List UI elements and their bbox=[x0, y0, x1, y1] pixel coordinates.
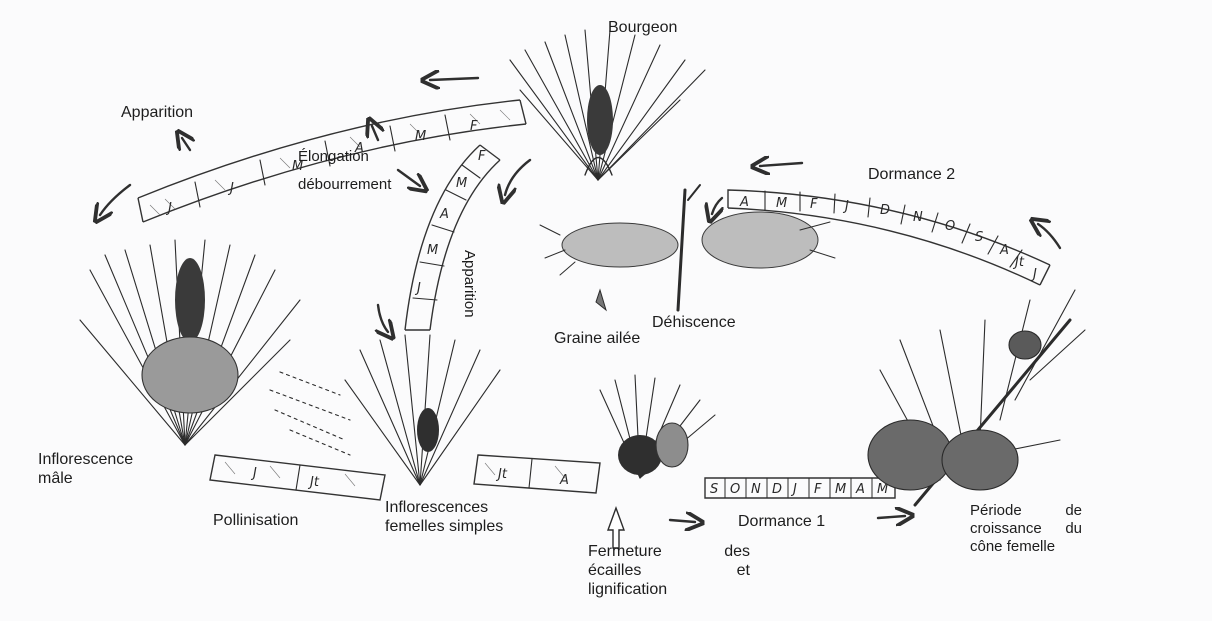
right-band-month-5: N bbox=[913, 210, 923, 225]
female-inflorescence-sketch bbox=[270, 335, 500, 485]
right-band-month-7: S bbox=[975, 230, 983, 245]
label-fermeture-line1b: des bbox=[724, 542, 750, 561]
right-band-month-0: A bbox=[739, 195, 749, 210]
female-cone-growth-sketch bbox=[868, 290, 1085, 505]
bottom-right-month-6: M bbox=[835, 482, 846, 497]
right-band-month-8: A bbox=[999, 243, 1009, 258]
label-fermeture-line1a: Fermeture bbox=[588, 542, 662, 561]
right-band-month-4: D bbox=[880, 203, 890, 218]
middle-band-month-2: A bbox=[439, 207, 449, 222]
label-debourrement: débourrement bbox=[298, 176, 391, 194]
right-band-month-10: J bbox=[1030, 267, 1037, 282]
label-pollinisation: Pollinisation bbox=[213, 511, 298, 530]
bottom-middle-month-band: Jt A bbox=[474, 455, 600, 493]
middle-band-month-0: F bbox=[478, 149, 486, 164]
right-band-month-9: Jt bbox=[1012, 255, 1025, 270]
dehiscence-sketch bbox=[540, 185, 835, 310]
middle-band-month-1: M bbox=[456, 176, 467, 191]
bottom-right-month-5: F bbox=[814, 482, 822, 497]
label-dehiscence: Déhiscence bbox=[652, 313, 736, 332]
middle-month-band: F M A M J bbox=[405, 145, 500, 330]
bottom-left-month-1: Jt bbox=[307, 475, 320, 490]
label-bourgeon: Bourgeon bbox=[608, 18, 677, 37]
middle-band-month-4: J bbox=[414, 281, 421, 296]
right-band-month-1: M bbox=[776, 196, 787, 211]
label-apparition-top: Apparition bbox=[121, 103, 193, 122]
label-dormance-2: Dormance 2 bbox=[868, 165, 955, 184]
top-band-month-5: F bbox=[470, 119, 478, 134]
bottom-left-month-0: J bbox=[250, 466, 257, 481]
label-inflorescence-male: Inflorescence mâle bbox=[38, 450, 133, 488]
bottom-right-month-3: D bbox=[772, 482, 782, 497]
label-periode-line3: cône femelle bbox=[970, 538, 1082, 556]
label-fermeture-line2a: écailles bbox=[588, 561, 641, 580]
label-periode-line2a: croissance bbox=[970, 520, 1042, 538]
bottom-right-month-1: O bbox=[730, 482, 740, 497]
bottom-middle-month-0: Jt bbox=[495, 467, 508, 482]
label-fermeture: Fermeture des écailles et lignification bbox=[588, 542, 750, 599]
bourgeon-sketch bbox=[510, 30, 705, 180]
label-inflorescences-femelles-line1: Inflorescences bbox=[385, 498, 503, 517]
label-periode-croissance: Période de croissance du cône femelle bbox=[970, 502, 1082, 556]
right-band-month-6: O bbox=[945, 219, 955, 234]
label-elongation: Élongation bbox=[298, 148, 369, 166]
label-periode-line1a: Période bbox=[970, 502, 1022, 520]
label-fermeture-line2b: et bbox=[737, 561, 750, 580]
bottom-left-month-band: J Jt bbox=[210, 455, 385, 500]
label-dormance-1: Dormance 1 bbox=[738, 512, 825, 531]
label-fermeture-line3: lignification bbox=[588, 580, 750, 599]
label-graine-ailee: Graine ailée bbox=[554, 329, 640, 348]
bottom-right-month-7: A bbox=[855, 482, 865, 497]
bottom-right-month-0: S bbox=[710, 482, 718, 497]
bottom-right-month-4: J bbox=[790, 482, 797, 497]
label-periode-line2b: du bbox=[1065, 520, 1082, 538]
label-periode-line1b: de bbox=[1065, 502, 1082, 520]
label-apparition-vertical: Apparition bbox=[461, 250, 478, 318]
bottom-middle-month-1: A bbox=[559, 473, 569, 488]
label-inflorescence-male-line1: Inflorescence bbox=[38, 450, 133, 469]
label-inflorescences-femelles-line2: femelles simples bbox=[385, 517, 503, 536]
top-band-month-0: J bbox=[165, 201, 172, 216]
label-inflorescences-femelles: Inflorescences femelles simples bbox=[385, 498, 503, 536]
top-band-month-4: M bbox=[415, 129, 426, 144]
right-band-month-2: F bbox=[810, 197, 818, 212]
top-band-month-1: J bbox=[227, 181, 234, 196]
bottom-right-month-band: S O N D J F M A M bbox=[705, 478, 895, 498]
label-inflorescence-male-line2: mâle bbox=[38, 469, 133, 488]
middle-band-month-3: M bbox=[427, 243, 438, 258]
bottom-right-month-2: N bbox=[751, 482, 761, 497]
male-inflorescence-sketch bbox=[80, 240, 300, 445]
closed-scales-sketch bbox=[600, 375, 715, 478]
